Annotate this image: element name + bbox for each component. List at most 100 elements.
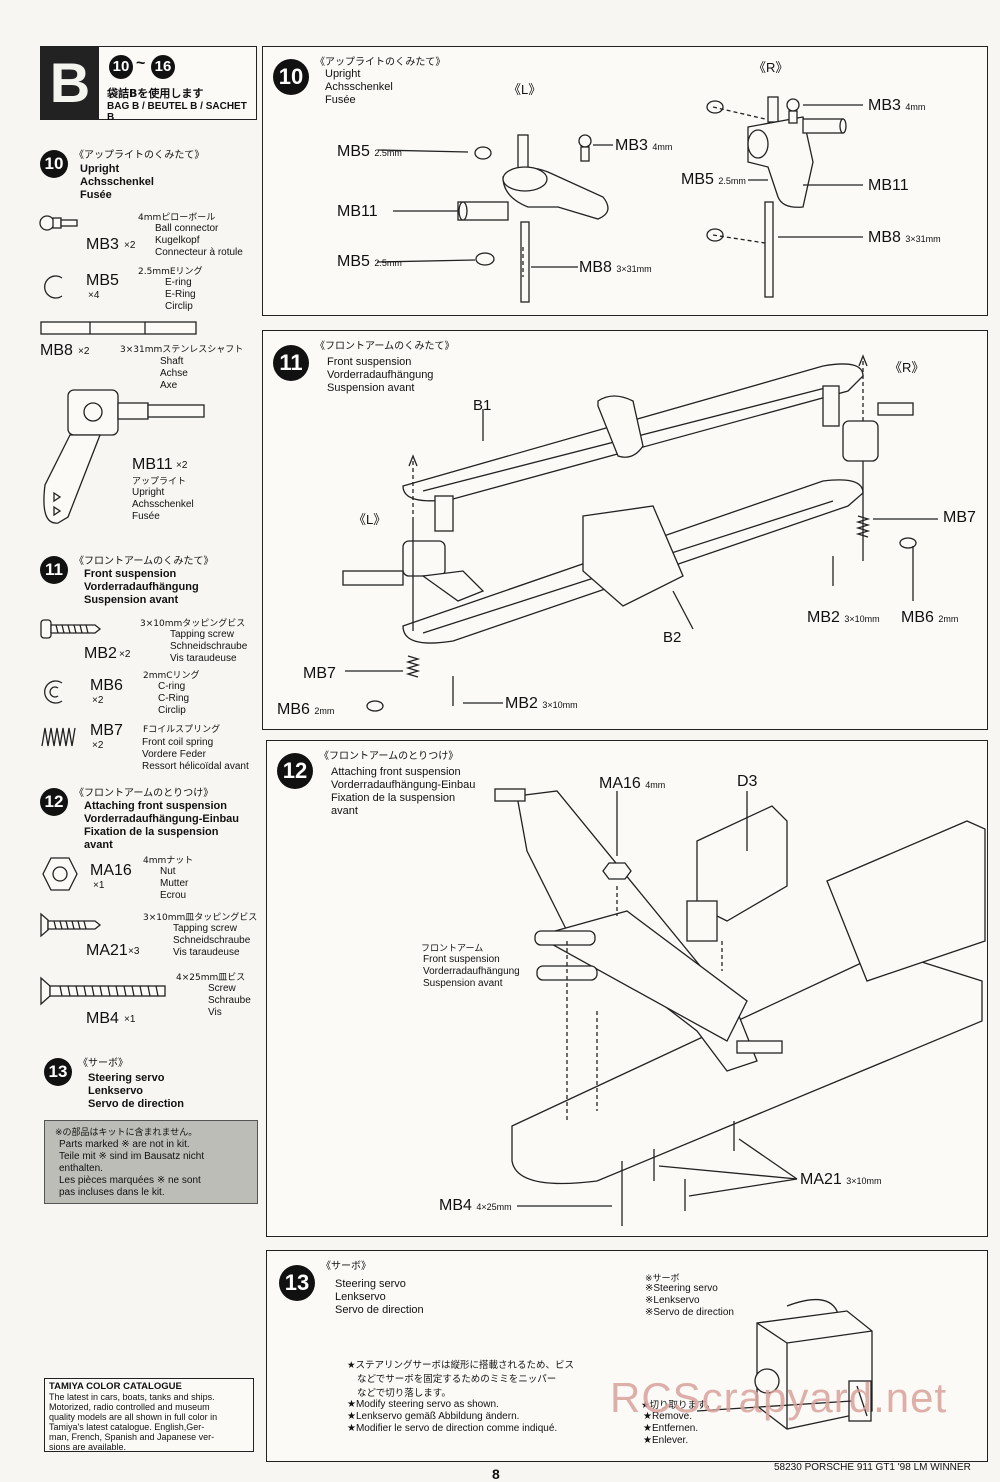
mb11-fr: Fusée <box>132 511 160 522</box>
mb8-text: MB8 <box>868 229 901 246</box>
ball-connector-icon <box>39 215 78 231</box>
cut-jp: ★切り取ります。 <box>641 1400 716 1411</box>
left-step-10-de: Achsschenkel <box>80 176 154 188</box>
left-step-11-de: Vorderradaufhängung <box>84 581 199 593</box>
mb6-en: C-ring <box>158 681 186 692</box>
step-10-fr: Fusée <box>325 94 356 106</box>
step-13-fr: Servo de direction <box>335 1304 424 1316</box>
mb11-en: Upright <box>132 487 165 498</box>
right-side-label-11: 《R》 <box>889 360 925 375</box>
step-10-de: Achsschenkel <box>325 81 393 93</box>
left-step-13-badge: 13 <box>44 1058 72 1086</box>
mb2-qty: ×2 <box>119 649 131 660</box>
step-from-badge: 10 <box>109 55 133 79</box>
mb6-de: C-Ring <box>158 693 190 704</box>
mb4-unit: 4×25mm <box>476 1202 512 1212</box>
servo-note-de: ★Lenkservo gemäß Abbildung ändern. <box>347 1411 520 1422</box>
left-step-11-jp: 《フロントアームのくみたて》 <box>74 556 214 567</box>
mb3-jp: 4mmピローボール <box>138 213 216 223</box>
mb5-de: E-Ring <box>165 289 196 300</box>
left-step-10-en: Upright <box>80 163 120 175</box>
coil-spring-icon <box>41 727 76 747</box>
label-mb5-right: MB5 2.5mm <box>681 171 746 189</box>
ma16-fr: Ecrou <box>160 890 187 901</box>
step-12-fr2: avant <box>331 805 358 817</box>
catalogue-line: man, French, Spanish and Japanese ver- <box>49 1432 215 1442</box>
cut-de: ★Entfernen. <box>643 1423 699 1434</box>
mb4-en: Screw <box>208 983 236 994</box>
note-en: Parts marked ※ are not in kit. <box>59 1139 190 1150</box>
e-ring-icon <box>44 275 63 299</box>
mb5-jp: 2.5mmEリング <box>138 267 203 277</box>
label-mb2-right: MB2 3×10mm <box>807 609 880 627</box>
ma21-en: Tapping screw <box>173 923 237 934</box>
ma16-en: Nut <box>160 866 176 877</box>
step-10-badge: 10 <box>273 59 309 95</box>
step-13-panel: 13 《サーボ》 Steering servo Lenkservo Servo … <box>266 1250 988 1462</box>
servo-jp: ※サーボ <box>645 1274 680 1284</box>
mb11-qty: ×2 <box>176 460 188 471</box>
left-step-13-fr: Servo de direction <box>88 1098 184 1110</box>
cut-fr: ★Enlever. <box>643 1435 689 1446</box>
left-step-13-en: Steering servo <box>88 1072 165 1084</box>
label-ma21: MA21 3×10mm <box>800 1171 882 1189</box>
step-12-de: Vorderradaufhängung-Einbau <box>331 779 476 791</box>
step-12-fr: Fixation de la suspension <box>331 792 456 804</box>
step-10-jp: 《アップライトのくみたて》 <box>315 57 446 68</box>
mb6-qty: ×2 <box>92 695 104 706</box>
left-step-10-fr: Fusée <box>80 189 112 201</box>
note-de2: enthalten. <box>59 1163 103 1174</box>
label-mb6-left: MB6 2mm <box>277 701 334 719</box>
label-mb11-left: MB11 <box>337 203 378 220</box>
mb4-qty: ×1 <box>124 1014 136 1025</box>
upright-icon <box>43 389 205 524</box>
mb6-text: MB6 <box>277 701 310 718</box>
mb7-code: MB7 <box>90 722 123 739</box>
mb7-de: Vordere Feder <box>142 749 206 760</box>
mb5-en: E-ring <box>165 277 192 288</box>
mb5-unit: 2.5mm <box>374 258 402 268</box>
mb5-unit: 2.5mm <box>374 148 402 158</box>
mb5-code: MB5 <box>86 272 119 289</box>
mb5-unit: 2.5mm <box>718 176 746 186</box>
mb4-fr: Vis <box>208 1007 222 1018</box>
label-mb3-right: MB3 4mm <box>868 97 925 115</box>
ma16-jp: 4mmナット <box>143 856 194 866</box>
ma21-fr: Vis taraudeuse <box>173 947 240 958</box>
shaft-icon <box>40 321 197 335</box>
countersunk-tapping-screw-icon <box>40 912 102 938</box>
mb5-text: MB5 <box>337 253 370 270</box>
mb8-code: MB8 <box>40 342 73 359</box>
step-13-badge: 13 <box>279 1265 315 1301</box>
bag-jp-label: 袋詰Bを使用します <box>107 87 204 100</box>
mb3-de: Kugelkopf <box>155 235 200 246</box>
bag-header: B 10 ~ 16 袋詰Bを使用します BAG B / BEUTEL B / S… <box>40 46 257 123</box>
mb11-jp: アップライト <box>132 477 187 487</box>
label-ma16: MA16 4mm <box>599 775 665 793</box>
step-10-en: Upright <box>325 68 361 80</box>
left-side-label-11: 《L》 <box>353 512 387 527</box>
mb3-qty: ×2 <box>124 240 136 251</box>
step-range-dash: ~ <box>136 55 146 72</box>
catalogue-box: TAMIYA COLOR CATALOGUE The latest in car… <box>44 1378 254 1452</box>
step-13-en: Steering servo <box>335 1278 406 1290</box>
mb6-text: MB6 <box>901 609 934 626</box>
ma21-code: MA21 <box>86 942 128 959</box>
cut-en: ★Remove. <box>643 1411 692 1422</box>
servo-fr: ※Servo de direction <box>645 1307 734 1318</box>
mb5-text: MB5 <box>337 143 370 160</box>
label-d3: D3 <box>737 773 758 790</box>
left-step-11-badge: 11 <box>40 556 68 584</box>
catalogue-line: sions are available. <box>49 1442 127 1452</box>
step-11-fr: Suspension avant <box>327 382 415 394</box>
catalogue-line: quality models are all shown in full col… <box>49 1412 218 1422</box>
tapping-screw-icon <box>40 619 102 639</box>
mb4-jp: 4×25mm皿ビス <box>176 973 246 983</box>
mb3-text: MB3 <box>868 97 901 114</box>
page-number: 8 <box>492 1466 500 1482</box>
mb3-unit: 4mm <box>652 142 673 152</box>
label-mb8-right: MB8 3×31mm <box>868 229 941 247</box>
mb4-code: MB4 <box>86 1010 119 1027</box>
catalogue-line: Motorized, radio controlled and museum <box>49 1402 210 1412</box>
ma16-qty: ×1 <box>93 880 105 891</box>
